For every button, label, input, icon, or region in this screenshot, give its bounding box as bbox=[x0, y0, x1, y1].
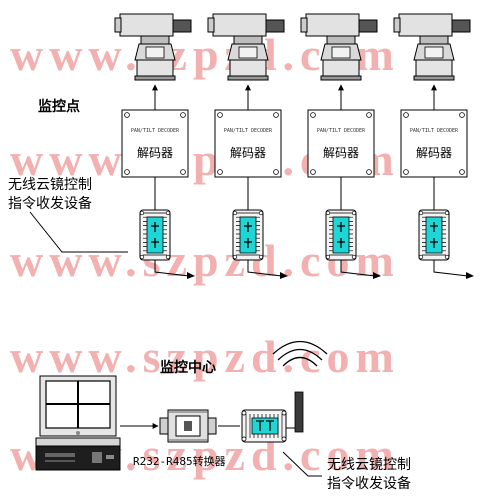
wireless-radio-device bbox=[139, 209, 171, 261]
decoder-label: 解码器 bbox=[416, 146, 452, 160]
wireless-radio-device bbox=[232, 209, 264, 261]
wireless-top-leader-line bbox=[29, 211, 128, 253]
monitor-point-2: PAN/TILT DECODER 解码器 bbox=[207, 13, 288, 279]
decoder-small-text: PAN/TILT DECODER bbox=[224, 128, 273, 134]
wireless-radio-device bbox=[325, 209, 357, 261]
antenna-cable bbox=[247, 260, 283, 277]
computer-icon bbox=[35, 375, 121, 471]
camera-icon bbox=[114, 13, 192, 45]
pan-tilt-head-icon bbox=[413, 43, 455, 81]
antenna-icon bbox=[294, 391, 304, 433]
monitor-point-label: 监控点 bbox=[38, 98, 80, 115]
camera-icon bbox=[300, 13, 378, 45]
pan-tilt-head-icon bbox=[227, 43, 269, 81]
converter-label: R232-R485转换器 bbox=[133, 454, 226, 468]
pan-tilt-head-icon bbox=[134, 43, 176, 81]
antenna-cable bbox=[340, 260, 376, 277]
decoder-box: PAN/TILT DECODER 解码器 bbox=[214, 109, 282, 178]
center-radio-device bbox=[241, 391, 304, 443]
monitor-point-4: PAN/TILT DECODER 解码器 bbox=[393, 13, 474, 279]
pan-tilt-head-icon bbox=[320, 43, 362, 81]
center-radio-screen bbox=[251, 417, 279, 435]
antenna-cable bbox=[433, 260, 469, 277]
wireless-top-label-line2: 指令收发设备 bbox=[8, 195, 92, 212]
wireless-bottom-label-line1: 无线云镜控制 bbox=[327, 457, 411, 473]
radio-wave-icon bbox=[272, 341, 328, 367]
monitor-point-1: PAN/TILT DECODER 解码器 bbox=[114, 13, 195, 279]
decoder-small-text: PAN/TILT DECODER bbox=[131, 128, 180, 134]
watermark-row-4: www.szpzd.com bbox=[10, 331, 400, 382]
wireless-top-label-line1: 无线云镜控制 bbox=[8, 177, 92, 193]
wireless-bottom-leader-line bbox=[282, 451, 322, 477]
decoder-label: 解码器 bbox=[137, 146, 173, 160]
decoder-box: PAN/TILT DECODER 解码器 bbox=[121, 109, 189, 178]
decoder-label: 解码器 bbox=[323, 146, 359, 160]
camera-icon bbox=[207, 13, 285, 45]
monitor-point-3: PAN/TILT DECODER 解码器 bbox=[300, 13, 381, 279]
monitor-center-label: 监控中心 bbox=[160, 359, 216, 376]
wireless-radio-device bbox=[418, 209, 450, 261]
wireless-bottom-label-line2: 指令收发设备 bbox=[327, 475, 411, 492]
decoder-box: PAN/TILT DECODER 解码器 bbox=[307, 109, 375, 178]
decoder-small-text: PAN/TILT DECODER bbox=[410, 128, 459, 134]
converter-icon bbox=[159, 409, 217, 443]
decoder-box: PAN/TILT DECODER 解码器 bbox=[400, 109, 468, 178]
camera-icon bbox=[393, 13, 471, 45]
decoder-small-text: PAN/TILT DECODER bbox=[317, 128, 366, 134]
antenna-cable bbox=[154, 260, 190, 277]
decoder-label: 解码器 bbox=[230, 146, 266, 160]
